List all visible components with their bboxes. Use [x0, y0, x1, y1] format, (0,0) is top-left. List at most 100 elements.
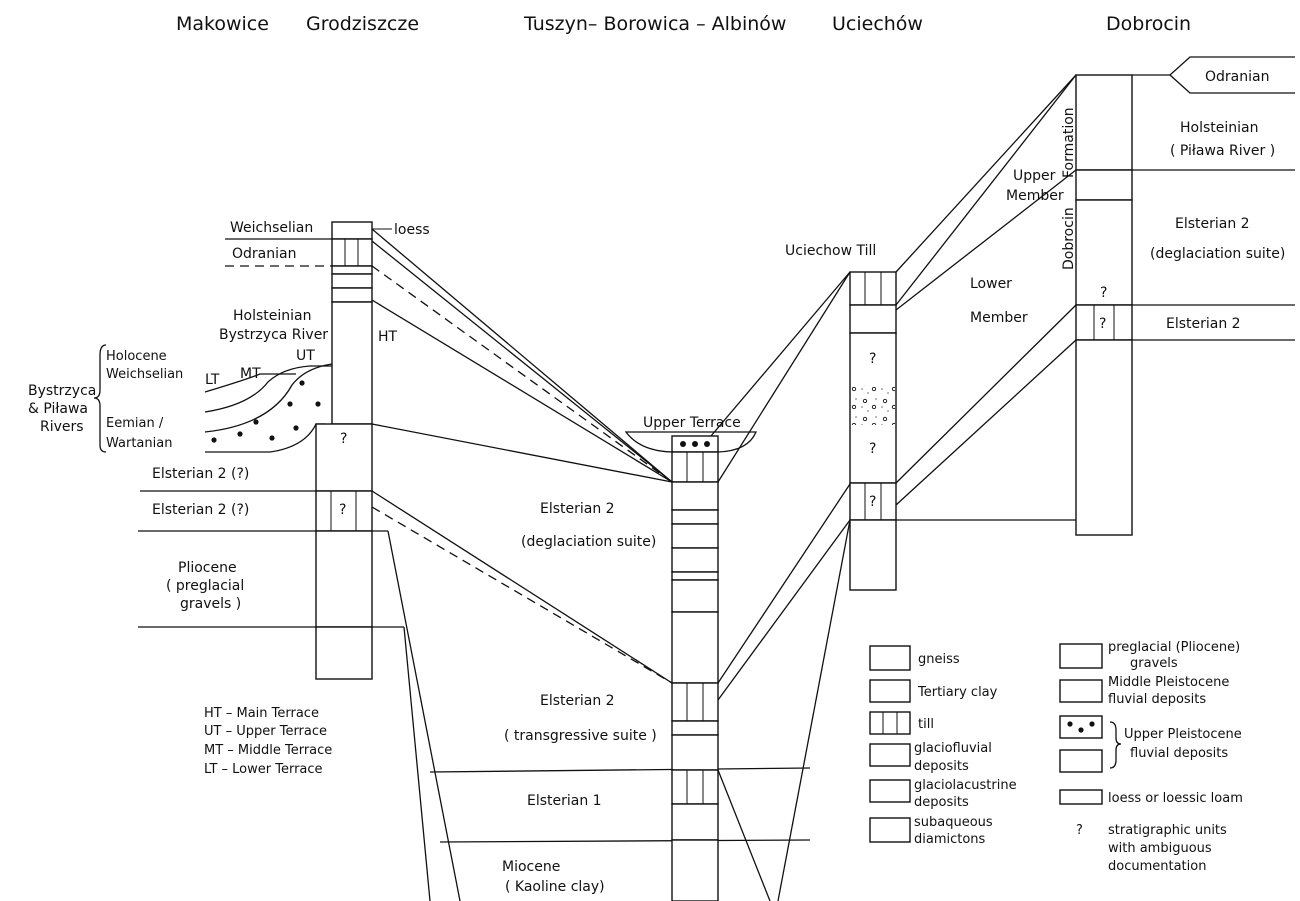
legend-label-subaqueous-1: subaqueous [914, 815, 993, 830]
legend-label-preglacial-1: preglacial (Pliocene) [1108, 640, 1240, 655]
tuszyn-till-elsterian1 [672, 770, 718, 804]
label-dobrocin-elsterian2-a: Elsterian 2 [1175, 216, 1250, 232]
label-wartanian: Wartanian [106, 436, 172, 451]
legend-label-glaciolacustrine-2: deposits [914, 795, 969, 810]
label-dobrocin-elsterian2-b: Elsterian 2 [1166, 316, 1241, 332]
label-rivers-2: & Piława [28, 401, 88, 417]
label-miocene: Miocene [502, 859, 560, 875]
legend-label-ambiguous-1: stratigraphic units [1108, 823, 1227, 838]
dobrocin-holsteinian [1076, 75, 1132, 170]
legend-label-loess: loess or loessic loam [1108, 791, 1243, 806]
label-member-1: Member [1006, 188, 1064, 204]
legend-swatch-loess [1060, 790, 1102, 804]
label-elsterian2-q-b: Elsterian 2 (?) [152, 502, 249, 518]
label-uciechow-q2: ? [869, 441, 876, 457]
legend-label-upper-pleistocene-1: Upper Pleistocene [1124, 727, 1242, 742]
legend-label-glaciofluvial-2: deposits [914, 759, 969, 774]
legend-label-subaqueous-2: diamictons [914, 832, 986, 847]
label-uciechow-q1: ? [869, 351, 876, 367]
legend-swatch-tertiary-clay [870, 680, 910, 702]
label-uciechow-q3: ? [869, 494, 876, 510]
legend-label-middle-pleistocene-1: Middle Pleistocene [1108, 675, 1229, 690]
label-transgressive: ( transgressive suite ) [504, 728, 657, 744]
label-holsteinian: Holsteinian [233, 308, 311, 324]
label-q-a: ? [340, 431, 347, 447]
label-pilawa-river: ( Piława River ) [1170, 143, 1275, 159]
label-ht: HT [378, 329, 398, 345]
legend-label-upper-pleistocene-2: fluvial deposits [1130, 746, 1228, 761]
header-uciechow: Uciechów [832, 13, 923, 35]
grodziszcze-fluvial-layer [332, 302, 372, 424]
legend-label-preglacial-2: gravels [1130, 656, 1178, 671]
label-dobrocin-q1: ? [1100, 285, 1107, 301]
terrace-key-mt: MT – Middle Terrace [204, 743, 332, 758]
grodziszcze-gneiss-layer [316, 627, 372, 679]
label-bystrzyca-river: Bystrzyca River [219, 327, 328, 343]
label-elsterian1: Elsterian 1 [527, 793, 602, 809]
grodziszcze-preglacial-gravels [316, 531, 372, 627]
label-pliocene: Pliocene [178, 560, 237, 576]
label-odranian: Odranian [232, 246, 296, 262]
legend-label-ambiguous-2: with ambiguous [1108, 841, 1212, 856]
label-elsterian2-q-a: Elsterian 2 (?) [152, 466, 249, 482]
label-q-b: ? [339, 502, 346, 518]
label-preglacial: ( preglacial [166, 578, 244, 594]
label-dobrocin-deglaciation: (deglaciation suite) [1150, 246, 1285, 262]
header-dobrocin: Dobrocin [1106, 13, 1191, 35]
label-upper-terrace: Upper Terrace [643, 415, 741, 431]
tuszyn-till-lower [672, 683, 718, 721]
legend-swatch-subaqueous [870, 818, 910, 842]
label-kaoline-clay: ( Kaoline clay) [505, 879, 605, 895]
header-makowice: Makowice [176, 13, 269, 35]
legend-swatch-glaciofluvial [870, 744, 910, 766]
legend [870, 644, 1121, 842]
label-elsterian2-tuszyn-a: Elsterian 2 [540, 501, 615, 517]
label-lt: LT [205, 372, 220, 388]
uciechow-till-upper [850, 272, 896, 305]
legend-swatch-till [870, 712, 910, 734]
tuszyn-kaoline-clay [672, 840, 718, 901]
label-lower: Lower [970, 276, 1012, 292]
label-deglaciation-tuszyn: (deglaciation suite) [521, 534, 656, 550]
legend-swatch-upper-pleistocene-dots [1060, 716, 1102, 738]
legend-swatch-gneiss [870, 646, 910, 670]
grodziszcze-till-layer [332, 239, 372, 266]
legend-swatch-middle-pleistocene [1060, 680, 1102, 702]
legend-label-middle-pleistocene-2: fluvial deposits [1108, 692, 1206, 707]
label-weichselian: Weichselian [230, 220, 313, 236]
legend-swatch-preglacial [1060, 644, 1102, 668]
label-loess: loess [394, 222, 430, 238]
label-uciechow-till: Uciechow Till [785, 243, 876, 259]
grodziszcze-lacustrine-layer [332, 274, 372, 288]
label-dobrocin-holsteinian: Holsteinian [1180, 120, 1258, 136]
legend-swatch-glaciolacustrine [870, 780, 910, 802]
label-formation: Formation [1061, 107, 1077, 178]
label-upper: Upper [1013, 168, 1056, 184]
header-tuszyn-borowica-albinow: Tuszyn– Borowica – Albinów [523, 13, 786, 35]
label-eemian: Eemian / [106, 416, 164, 431]
label-holocene: Holocene [106, 349, 167, 364]
label-rivers-1: Bystrzyca [28, 383, 96, 399]
legend-label-question-mark: ? [1076, 823, 1083, 838]
label-dobrocin-vertical: Dobrocin [1061, 207, 1077, 270]
label-elsterian2-tuszyn-b: Elsterian 2 [540, 693, 615, 709]
terrace-key-ht: HT – Main Terrace [204, 706, 319, 721]
legend-label-gneiss: gneiss [918, 652, 960, 667]
terrace-key-ut: UT – Upper Terrace [204, 724, 327, 739]
label-member-2: Member [970, 310, 1028, 326]
dobrocin-gneiss [1076, 340, 1132, 535]
uciechow-gneiss [850, 520, 896, 590]
legend-label-glaciofluvial-1: glaciofluvial [914, 741, 992, 756]
legend-swatch-upper-pleistocene-plain [1060, 750, 1102, 772]
label-dobrocin-odranian: Odranian [1205, 69, 1269, 85]
tuszyn-till-upper [672, 452, 718, 482]
legend-label-glaciolacustrine-1: glaciolacustrine [914, 778, 1017, 793]
label-rivers-3: Rivers [40, 419, 84, 435]
label-weichselian-2: Weichselian [106, 367, 183, 382]
label-dobrocin-q2: ? [1099, 316, 1106, 332]
uciechow-section [850, 272, 896, 590]
label-mt: MT [240, 366, 261, 382]
grodziszcze-loess-layer [332, 222, 372, 239]
header-grodziszcze: Grodziszcze [306, 13, 419, 35]
